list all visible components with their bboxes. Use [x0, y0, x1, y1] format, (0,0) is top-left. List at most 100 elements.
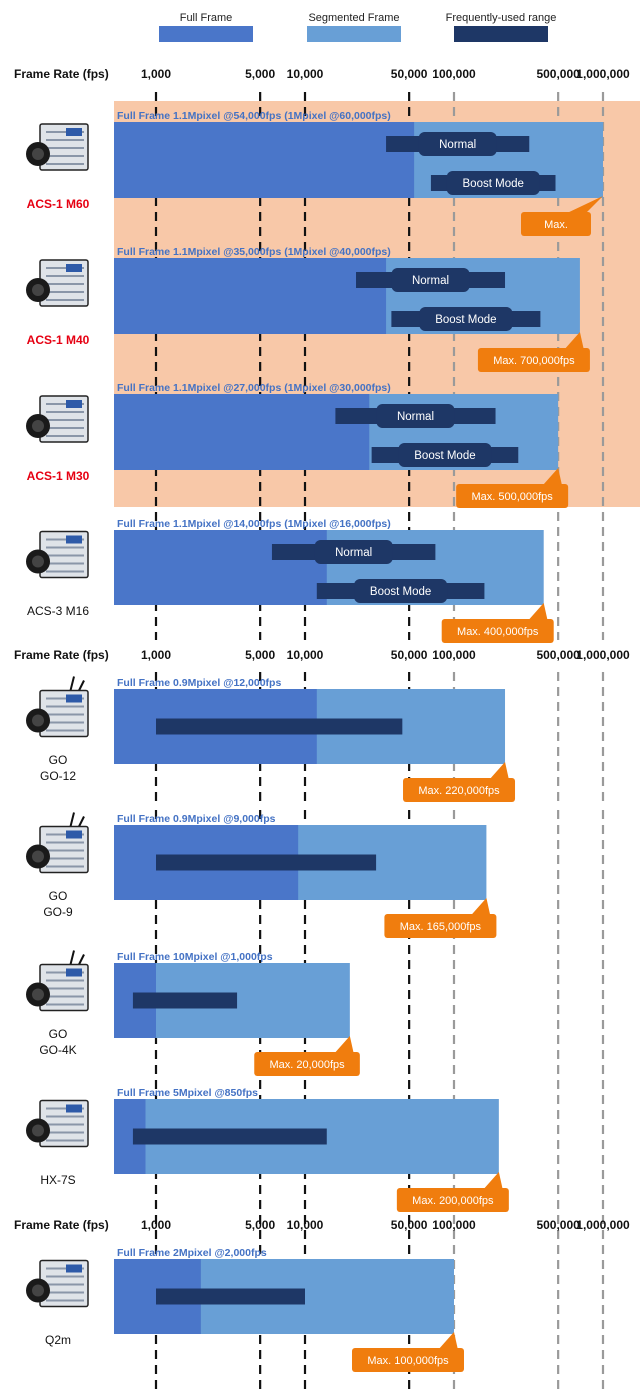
axis-label-0: Frame Rate (fps) [14, 67, 109, 81]
acs-3-m16-range-label-box-0 [314, 540, 393, 564]
acs-1-m60-range-label-box-0 [418, 132, 497, 156]
acs-3-m16-full-frame-bar [114, 530, 327, 605]
go-go-12-name-0: GO [49, 753, 68, 767]
tick-label-1000-1: 1,000 [141, 648, 171, 662]
go-go-12-bar-title: Full Frame 0.9Mpixel @12,000fps [117, 677, 281, 689]
acs-1-m40-range-label-box-0 [391, 268, 470, 292]
acs-1-m40-range-label-box-1 [419, 307, 513, 331]
go-go-9-lens-glass [32, 850, 44, 863]
go-go-12-max-callout-pointer [489, 762, 510, 780]
tick-label-100000-0: 100,000 [432, 67, 476, 81]
go-go-12-range-bar-0 [156, 718, 403, 735]
go-go-4k-name-1: GO-4K [39, 1043, 76, 1057]
go-go-4k-max-callout-box [254, 1052, 360, 1076]
hx-7s-camera-icon [26, 1099, 89, 1148]
acs-1-m60-max-callout-box [521, 212, 591, 236]
acs-1-m30-range-label-1: Boost Mode [414, 450, 475, 462]
acs-1-m40-max-label: Max. 700,000fps [493, 355, 575, 367]
go-go-4k-max-callout-pointer [333, 1036, 354, 1054]
acs-1-m40-camera-icon [26, 259, 89, 307]
q2m-bar-title: Full Frame 2Mpixel @2,000fps [117, 1247, 267, 1259]
go-go-9-name-1: GO-9 [43, 905, 73, 919]
tick-label-100000-2: 100,000 [432, 1218, 476, 1232]
hx-7s-max-label: Max. 200,000fps [412, 1195, 494, 1207]
tick-label-1000000-1: 1,000,000 [576, 648, 630, 662]
acs-3-m16-max-callout-pointer [527, 603, 548, 621]
go-go-9-range-bar-0 [156, 854, 377, 871]
acs-1-m60-name-0: ACS-1 M60 [27, 197, 90, 211]
go-go-4k-name-0: GO [49, 1027, 68, 1041]
acs-1-m30-range-label-box-0 [376, 404, 455, 428]
acs-3-m16-lens-glass [32, 555, 44, 568]
acs-3-m16-range-label-1: Boost Mode [370, 586, 431, 598]
tick-label-10000-1: 10,000 [287, 648, 324, 662]
go-go-9-name-0: GO [49, 889, 68, 903]
tick-label-50000-2: 50,000 [391, 1218, 428, 1232]
tick-label-50000-0: 50,000 [391, 67, 428, 81]
acs-1-m40-lens-glass [32, 284, 44, 296]
axis-label-1: Frame Rate (fps) [14, 648, 109, 662]
go-go-12-max-callout-box [403, 778, 516, 802]
acs-1-m30-max-callout-box [456, 484, 569, 508]
legend-label-full_frame: Full Frame [180, 12, 233, 24]
go-go-4k-lens-glass [32, 988, 44, 1001]
hx-7s-range-bar-0 [132, 1128, 327, 1145]
hx-7s-max-callout-box [396, 1188, 509, 1212]
legend-swatch-frequently_used [454, 26, 548, 42]
hx-7s-name-0: HX-7S [40, 1173, 75, 1187]
go-go-12-lens-glass [32, 714, 44, 727]
go-go-9-max-callout-box [384, 914, 497, 938]
acs-1-m30-camera-icon [26, 395, 89, 443]
go-go-4k-badge [66, 968, 82, 977]
acs-1-m40-bar-title: Full Frame 1.1Mpixel @35,000fps (1Mpixel… [117, 246, 391, 258]
legend-swatch-full_frame [159, 26, 253, 42]
go-go-4k-camera-icon [26, 950, 89, 1012]
tick-label-1000000-2: 1,000,000 [576, 1218, 630, 1232]
acs-1-m30-badge [66, 400, 82, 408]
go-go-4k-max-label: Max. 20,000fps [269, 1059, 345, 1071]
acs-1-m60-range-label-0: Normal [439, 139, 476, 151]
acs-1-m60-max-callout-pointer [565, 196, 603, 214]
acs-1-m30-name-0: ACS-1 M30 [27, 469, 90, 483]
tick-label-5000-0: 5,000 [245, 67, 275, 81]
acs-3-m16-range-label-0: Normal [335, 547, 372, 559]
q2m-range-bar-0 [156, 1288, 305, 1305]
tick-label-1000-2: 1,000 [141, 1218, 171, 1232]
go-go-9-bar-title: Full Frame 0.9Mpixel @9,000fps [117, 813, 276, 825]
tick-label-5000-1: 5,000 [245, 648, 275, 662]
tick-label-500000-1: 500,000 [536, 648, 580, 662]
acs-1-m30-range-label-box-1 [398, 443, 492, 467]
acs-1-m60-lens-glass [32, 148, 44, 160]
axis-label-2: Frame Rate (fps) [14, 1218, 109, 1232]
acs-3-m16-bar-title: Full Frame 1.1Mpixel @14,000fps (1Mpixel… [117, 518, 391, 530]
hx-7s-bar-title: Full Frame 5Mpixel @850fps [117, 1087, 258, 1099]
hx-7s-max-callout-pointer [482, 1172, 503, 1190]
q2m-lens-glass [32, 1284, 44, 1297]
acs-3-m16-range-label-box-1 [354, 579, 448, 603]
q2m-max-callout-pointer [438, 1332, 458, 1350]
tick-label-10000-0: 10,000 [287, 67, 324, 81]
acs-1-m30-max-callout-pointer [542, 468, 563, 486]
q2m-max-label: Max. 100,000fps [367, 1355, 449, 1367]
acs-1-m60-range-label-box-1 [446, 171, 540, 195]
acs-1-m40-name-0: ACS-1 M40 [27, 333, 90, 347]
go-go-9-max-callout-pointer [470, 898, 491, 916]
tick-label-50000-1: 50,000 [391, 648, 428, 662]
go-go-12-name-1: GO-12 [40, 769, 76, 783]
acs-1-m60-full-frame-bar [114, 122, 415, 198]
acs-1-m30-range-label-0: Normal [397, 411, 434, 423]
acs-1-m40-max-callout-box [477, 348, 590, 372]
q2m-max-callout-box [352, 1348, 464, 1372]
acs-1-m60-range-label-1: Boost Mode [463, 178, 524, 190]
legend-label-segmented_frame: Segmented Frame [308, 12, 399, 24]
legend-swatch-segmented_frame [307, 26, 401, 42]
tick-label-10000-2: 10,000 [287, 1218, 324, 1232]
acs-1-m40-range-label-0: Normal [412, 275, 449, 287]
go-go-9-max-label: Max. 165,000fps [400, 921, 482, 933]
acs-1-m30-full-frame-bar [114, 394, 370, 470]
acs-1-m40-full-frame-bar [114, 258, 387, 334]
q2m-badge [66, 1264, 82, 1273]
go-go-12-badge [66, 694, 82, 703]
acs-1-m60-bar-title: Full Frame 1.1Mpixel @54,000fps (1Mpixel… [117, 110, 391, 122]
